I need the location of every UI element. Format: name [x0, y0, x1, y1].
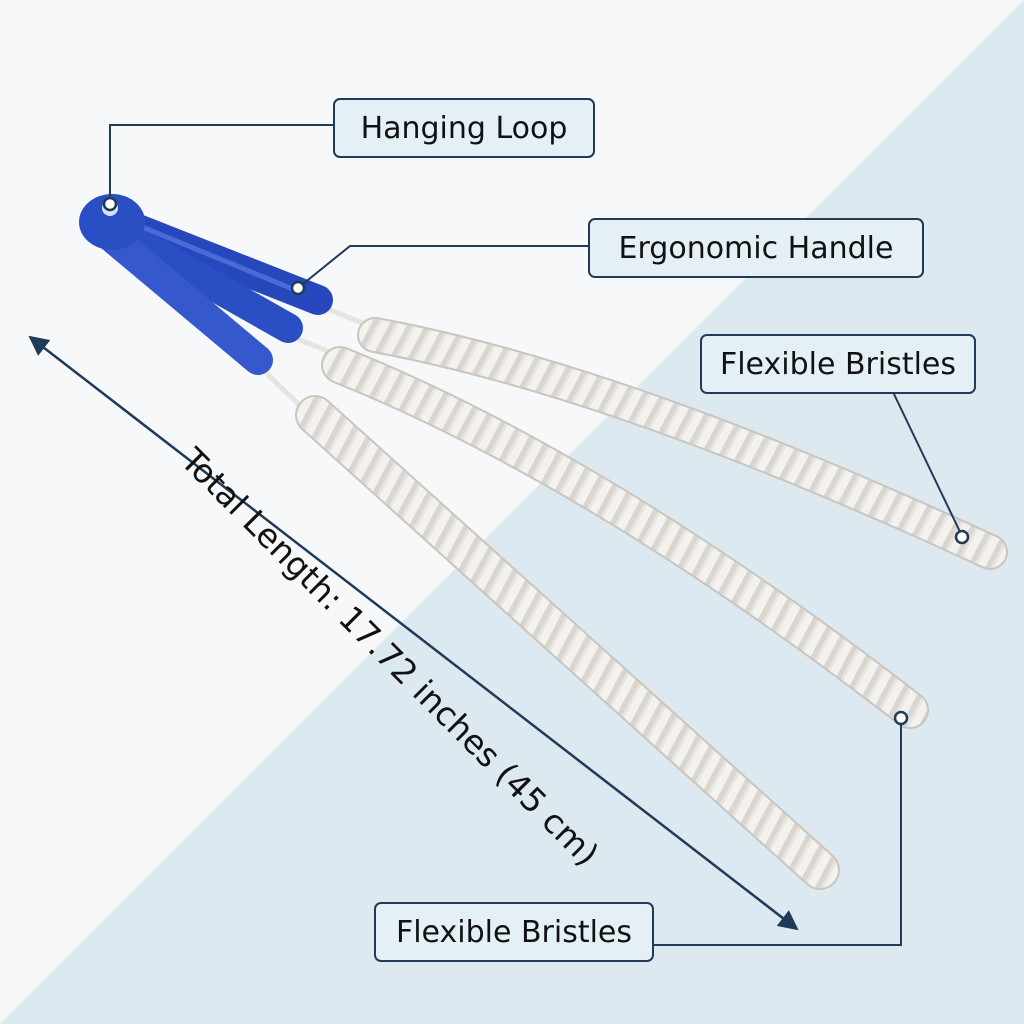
- callout-hanging-loop: Hanging Loop: [333, 98, 595, 158]
- callout-ergonomic-handle: Ergonomic Handle: [588, 218, 924, 278]
- leader-hanging-loop: [109, 124, 333, 196]
- dot-flexible-bristles-bottom: [893, 710, 909, 726]
- dot-hanging-loop: [102, 196, 118, 212]
- callout-flexible-bristles-bottom: Flexible Bristles: [374, 902, 654, 962]
- handle-highlight: [137, 223, 303, 295]
- leader-flexible-bristles-bottom: [654, 718, 902, 946]
- dot-ergonomic-handle: [290, 280, 306, 296]
- leader-ergonomic-handle: [297, 245, 588, 289]
- callout-flexible-bristles-top: Flexible Bristles: [700, 334, 976, 394]
- leader-flexible-bristles-top: [892, 391, 963, 537]
- dot-flexible-bristles-top: [954, 529, 970, 545]
- total-length-arrow: [28, 335, 799, 931]
- hanging-loop: [79, 194, 145, 250]
- leader-dots: [102, 196, 970, 726]
- leader-lines: [109, 124, 963, 946]
